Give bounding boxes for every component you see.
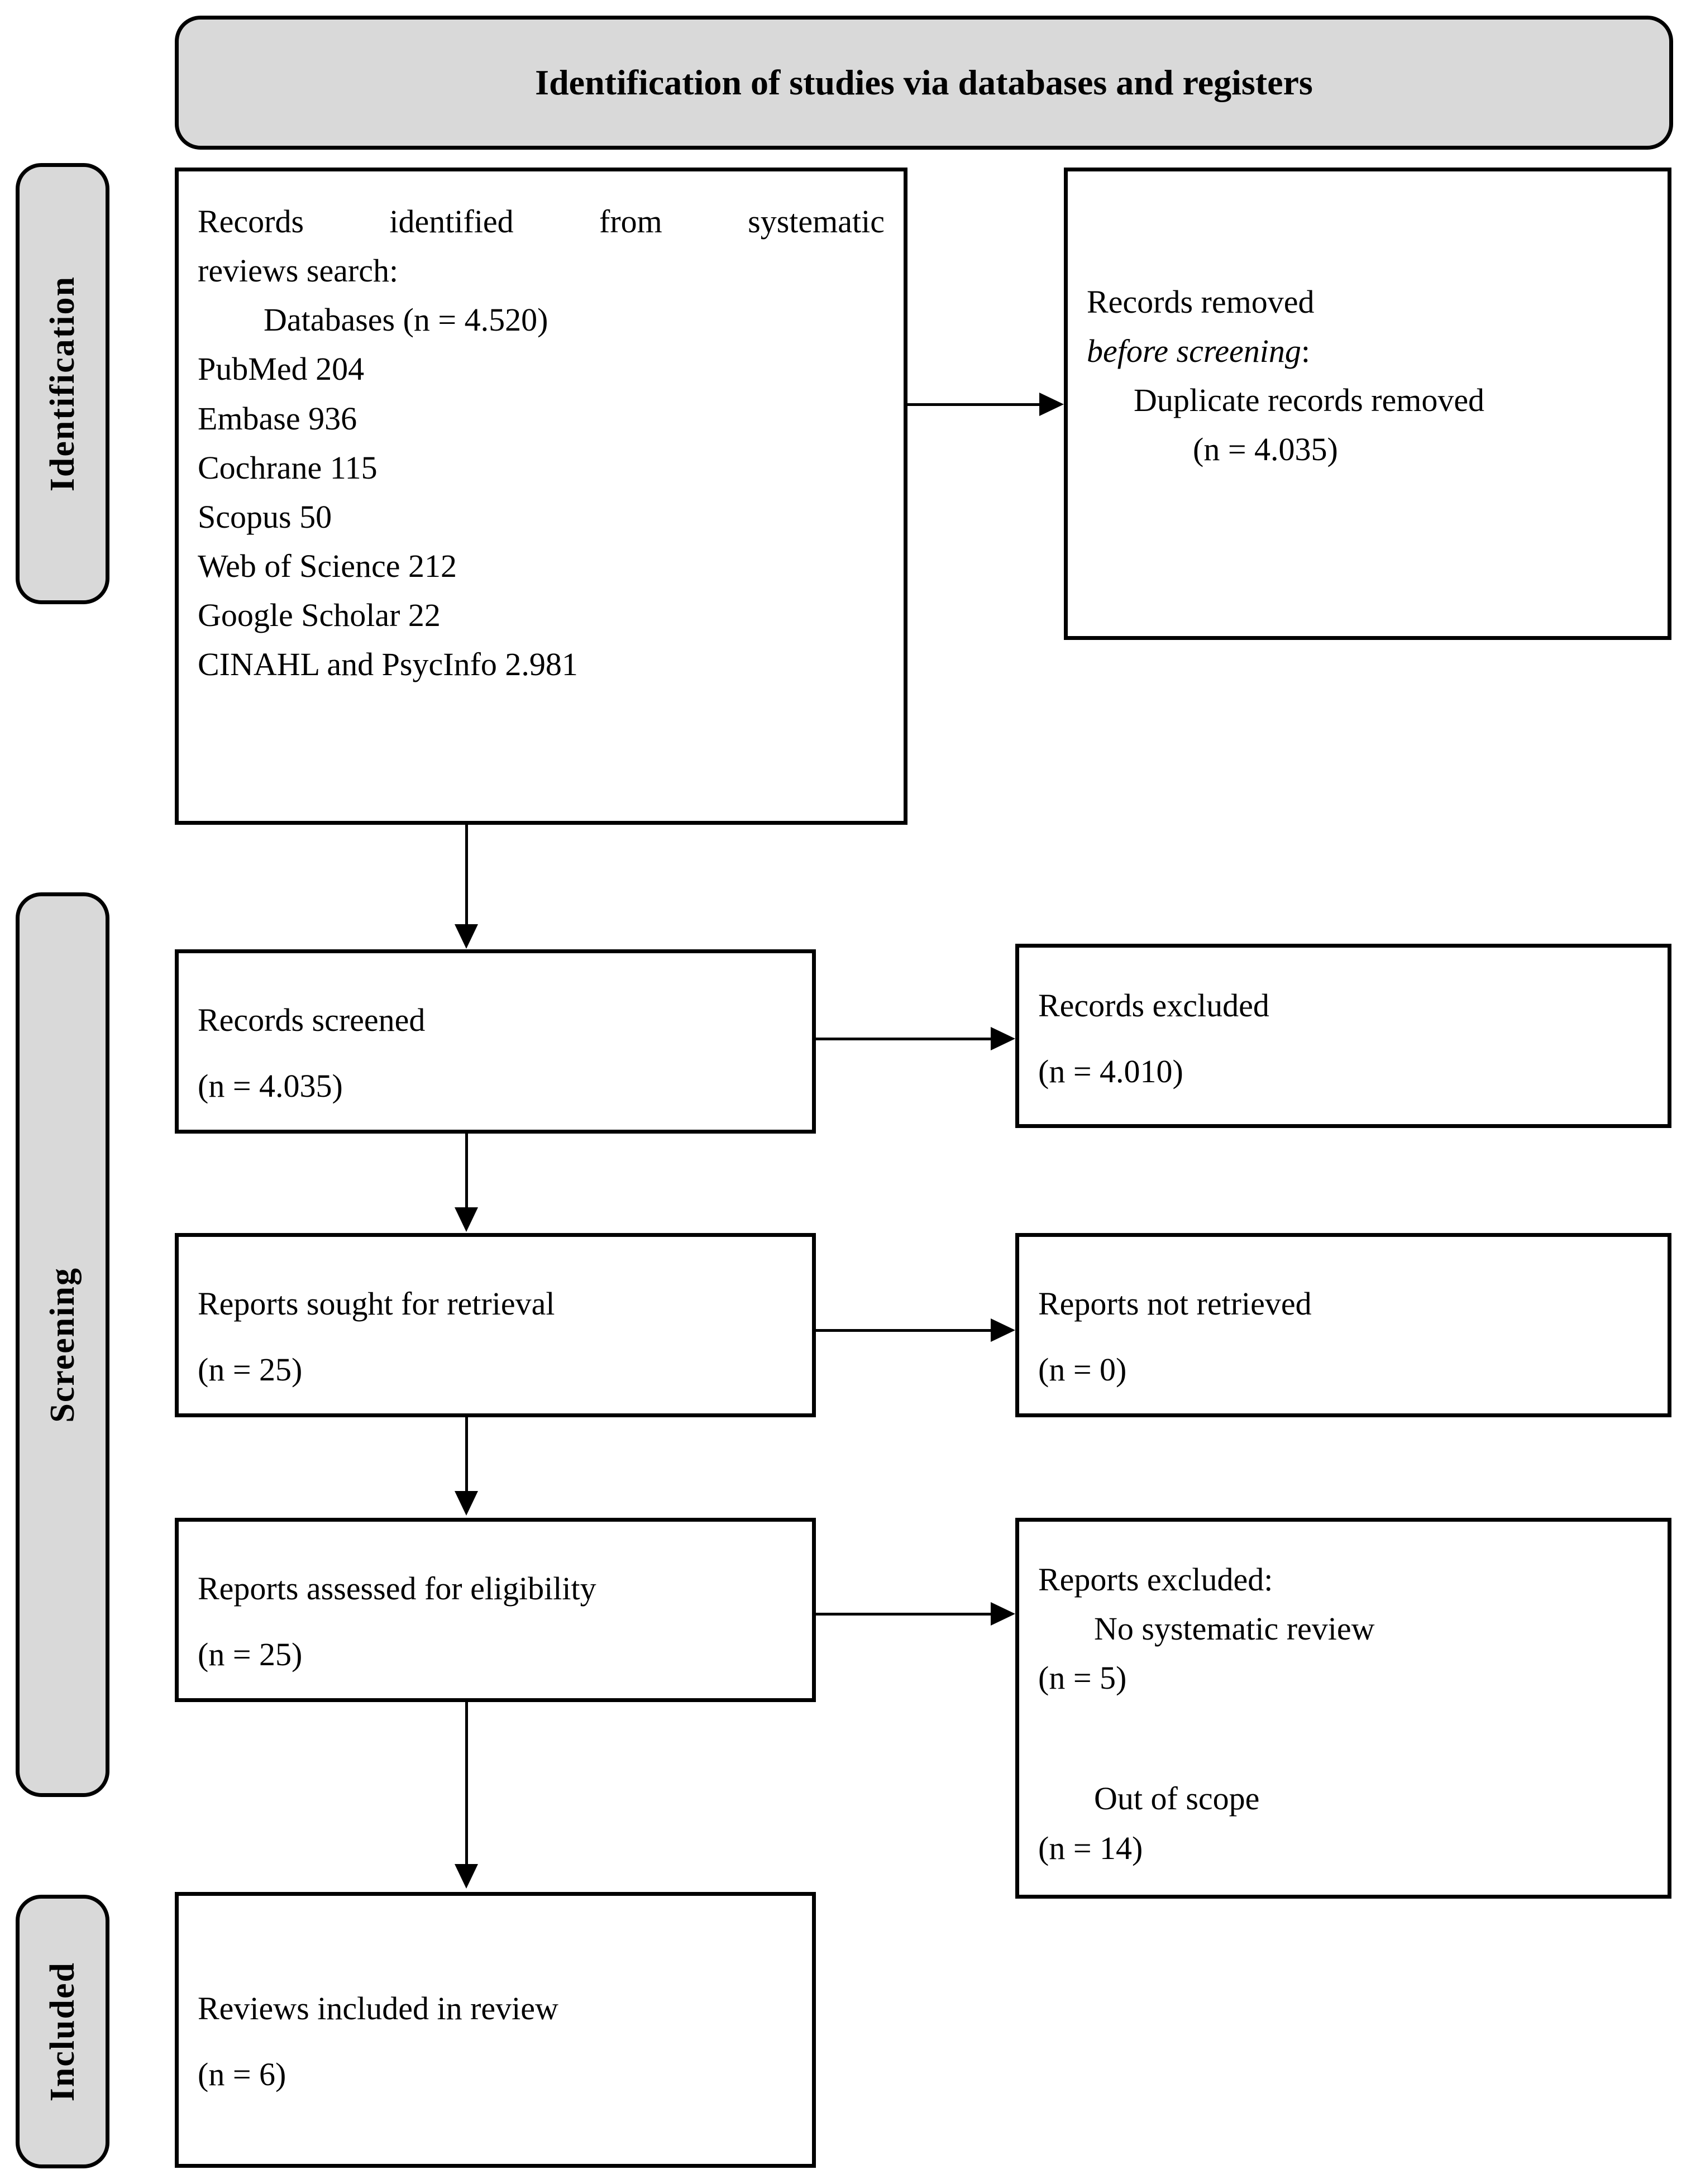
connector-identified-to-removed <box>907 403 1040 406</box>
stage-label-included: Included <box>44 1961 82 2102</box>
spacer <box>198 1328 793 1345</box>
title-word-from: from <box>599 203 662 240</box>
reports-sought-count: (n = 25) <box>198 1351 303 1388</box>
reviews-included-label: Reviews included in review <box>198 1990 558 2027</box>
arrow-sought-to-not-retrieved <box>991 1318 1015 1342</box>
box-reviews-included: Reviews included in review (n = 6) <box>175 1892 816 2168</box>
box-reports-not-retrieved: Reports not retrieved (n = 0) <box>1015 1233 1671 1417</box>
spacer <box>198 1045 793 1062</box>
source-row-web-of-science: Web of Science 212 <box>198 548 457 585</box>
stage-label-screening: Screening <box>44 1267 82 1423</box>
records-screened-count: (n = 4.035) <box>198 1068 343 1105</box>
source-row-pubmed: PubMed 204 <box>198 351 365 388</box>
records-identified-title-line1: Records identified from systematic <box>198 197 885 246</box>
arrow-identified-to-removed <box>1039 393 1064 416</box>
stage-band-screening: Screening <box>16 892 109 1797</box>
spacer <box>1038 1328 1649 1345</box>
reports-sought-label: Reports sought for retrieval <box>198 1285 555 1322</box>
reports-excluded-reason-1: No systematic review <box>1094 1610 1375 1647</box>
connector-screened-to-excluded <box>816 1038 992 1040</box>
spacer <box>1038 1030 1649 1047</box>
connector-screened-to-sought <box>465 1134 468 1213</box>
title-word-identified: identified <box>389 203 514 240</box>
reports-assessed-label: Reports assessed for eligibility <box>198 1570 596 1607</box>
records-identified-databases-total: Databases (n = 4.520) <box>264 302 548 338</box>
box-records-excluded: Records excluded (n = 4.010) <box>1015 944 1671 1128</box>
connector-sought-to-not-retrieved <box>816 1329 992 1332</box>
records-excluded-label: Records excluded <box>1038 987 1269 1024</box>
arrow-assessed-to-excluded <box>991 1602 1015 1626</box>
source-row-google-scholar: Google Scholar 22 <box>198 597 441 634</box>
duplicate-records-removed-count: (n = 4.035) <box>1193 431 1338 468</box>
source-row-cochrane: Cochrane 115 <box>198 449 378 486</box>
reports-excluded-reason-1-count: (n = 5) <box>1038 1660 1127 1696</box>
arrow-identified-to-screened <box>455 924 478 949</box>
reports-excluded-reason-2: Out of scope <box>1094 1780 1260 1817</box>
box-reports-excluded: Reports excluded: No systematic review (… <box>1015 1518 1671 1899</box>
reports-not-retrieved-count: (n = 0) <box>1038 1351 1127 1388</box>
diagram-title: Identification of studies via databases … <box>535 62 1313 102</box>
records-screened-label: Records screened <box>198 1002 426 1038</box>
source-row-scopus: Scopus 50 <box>198 498 332 535</box>
source-row-cinahl-psycinfo: CINAHL and PsycInfo 2.981 <box>198 646 578 683</box>
arrow-screened-to-excluded <box>991 1027 1015 1050</box>
arrow-sought-to-assessed <box>455 1491 478 1516</box>
spacer <box>198 1613 793 1630</box>
connector-assessed-to-excluded <box>816 1613 992 1616</box>
arrow-screened-to-sought <box>455 1207 478 1232</box>
title-word-systematic: systematic <box>748 203 885 240</box>
box-records-removed: Records removed before screening: Duplic… <box>1064 168 1671 640</box>
stage-band-included: Included <box>16 1895 109 2168</box>
title-word-records: Records <box>198 203 304 240</box>
reports-excluded-reason-2-count: (n = 14) <box>1038 1829 1143 1866</box>
before-screening-italic: before screening <box>1087 333 1301 370</box>
arrow-assessed-to-included <box>455 1864 478 1889</box>
diagram-header-band: Identification of studies via databases … <box>175 16 1673 150</box>
records-identified-title-line2: reviews search: <box>198 252 399 289</box>
box-reports-sought: Reports sought for retrieval (n = 25) <box>175 1233 816 1417</box>
spacer <box>1038 1703 1649 1774</box>
records-removed-heading: Records removed <box>1087 284 1315 320</box>
box-records-identified: Records identified from systematic revie… <box>175 168 907 825</box>
stage-band-identification: Identification <box>16 163 109 604</box>
spacer <box>198 2033 793 2050</box>
duplicate-records-removed-label: Duplicate records removed <box>1134 382 1485 419</box>
reports-assessed-count: (n = 25) <box>198 1636 303 1673</box>
connector-assessed-to-included <box>465 1702 468 1870</box>
source-row-embase: Embase 936 <box>198 400 357 437</box>
stage-label-identification: Identification <box>44 275 82 492</box>
box-reports-assessed: Reports assessed for eligibility (n = 25… <box>175 1518 816 1702</box>
reports-not-retrieved-label: Reports not retrieved <box>1038 1285 1312 1322</box>
connector-sought-to-assessed <box>465 1417 468 1497</box>
connector-identified-to-screened <box>465 825 468 930</box>
before-screening-colon: : <box>1301 333 1310 370</box>
reviews-included-count: (n = 6) <box>198 2056 286 2093</box>
records-excluded-count: (n = 4.010) <box>1038 1053 1183 1090</box>
box-records-screened: Records screened (n = 4.035) <box>175 949 816 1134</box>
records-removed-subheading: before screening: <box>1087 327 1649 376</box>
reports-excluded-heading: Reports excluded: <box>1038 1561 1273 1598</box>
